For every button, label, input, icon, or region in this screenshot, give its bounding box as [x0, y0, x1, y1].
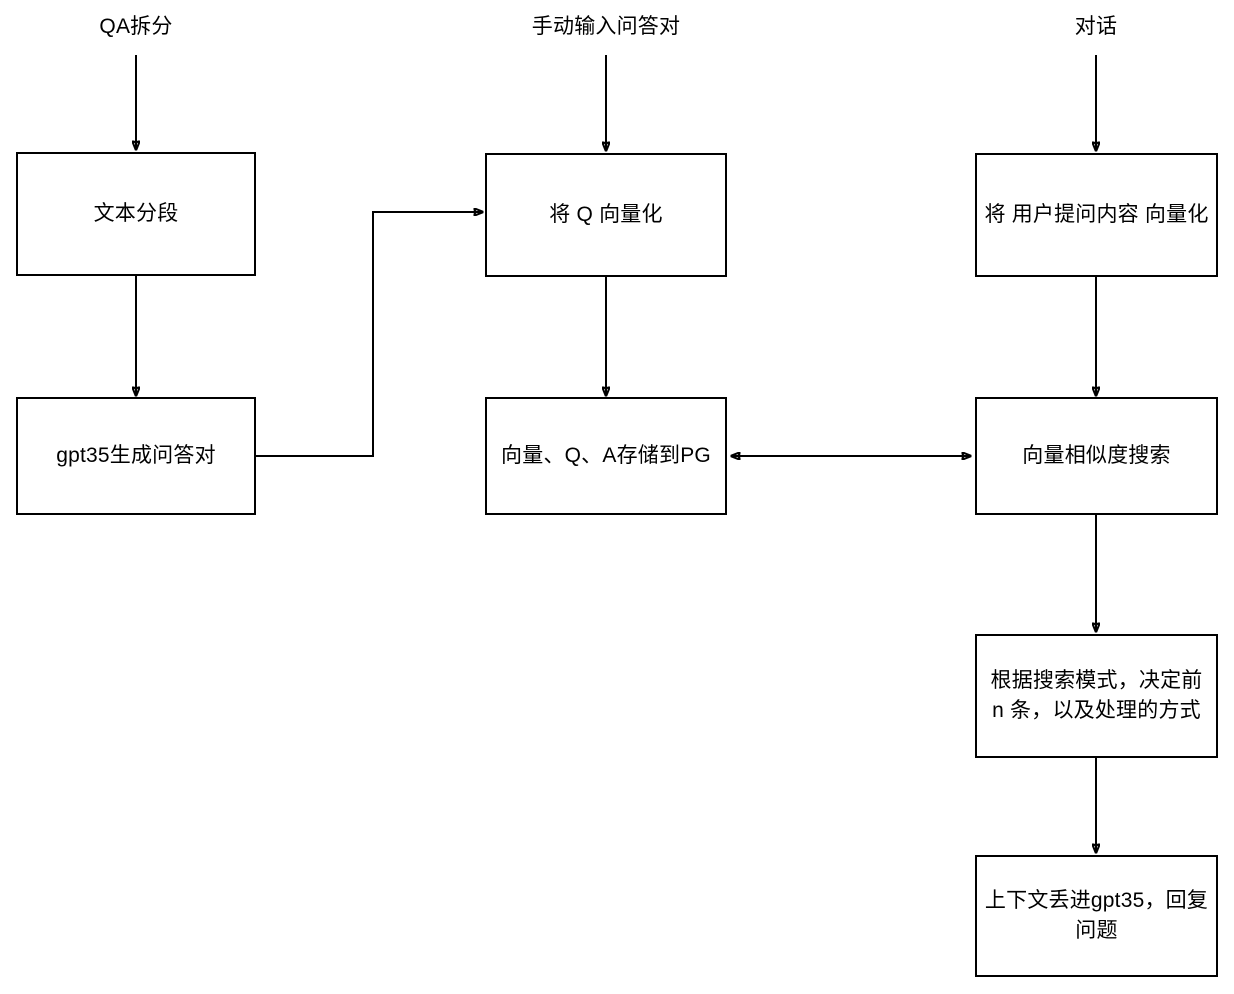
- node-gpt35-generate-qa-label: gpt35生成问答对: [56, 444, 216, 468]
- node-decide-top-n[interactable]: 根据搜索模式，决定前 n 条，以及处理的方式: [975, 634, 1218, 758]
- connector-gpt35-to-vectorizeq: [256, 212, 483, 457]
- node-vectorize-user-question[interactable]: 将 用户提问内容 向量化: [975, 153, 1218, 277]
- node-vectorize-q[interactable]: 将 Q 向量化: [485, 153, 727, 277]
- edge-label-qa-split-text: QA拆分: [99, 15, 173, 38]
- node-context-to-gpt35[interactable]: 上下文丢进gpt35，回复问题: [975, 855, 1218, 977]
- node-gpt35-generate-qa[interactable]: gpt35生成问答对: [16, 397, 256, 515]
- node-vector-similarity-search-label: 向量相似度搜索: [1022, 444, 1171, 468]
- edge-label-dialogue-text: 对话: [1074, 15, 1118, 38]
- node-text-segment[interactable]: 文本分段: [16, 152, 256, 276]
- node-vector-similarity-search[interactable]: 向量相似度搜索: [975, 397, 1218, 515]
- node-store-to-pg-label: 向量、Q、A存储到PG: [501, 444, 711, 468]
- node-store-to-pg[interactable]: 向量、Q、A存储到PG: [485, 397, 727, 515]
- edge-label-dialogue: 对话: [996, 14, 1196, 39]
- node-decide-top-n-label: 根据搜索模式，决定前 n 条，以及处理的方式: [990, 669, 1203, 722]
- edge-label-qa-split: QA拆分: [36, 14, 236, 39]
- node-text-segment-label: 文本分段: [93, 202, 179, 226]
- node-vectorize-user-question-label: 将 用户提问内容 向量化: [984, 203, 1209, 227]
- edge-label-manual-input: 手动输入问答对: [506, 14, 706, 39]
- edge-label-manual-input-text: 手动输入问答对: [531, 15, 681, 38]
- node-vectorize-q-label: 将 Q 向量化: [549, 203, 663, 227]
- node-context-to-gpt35-label: 上下文丢进gpt35，回复问题: [984, 889, 1209, 942]
